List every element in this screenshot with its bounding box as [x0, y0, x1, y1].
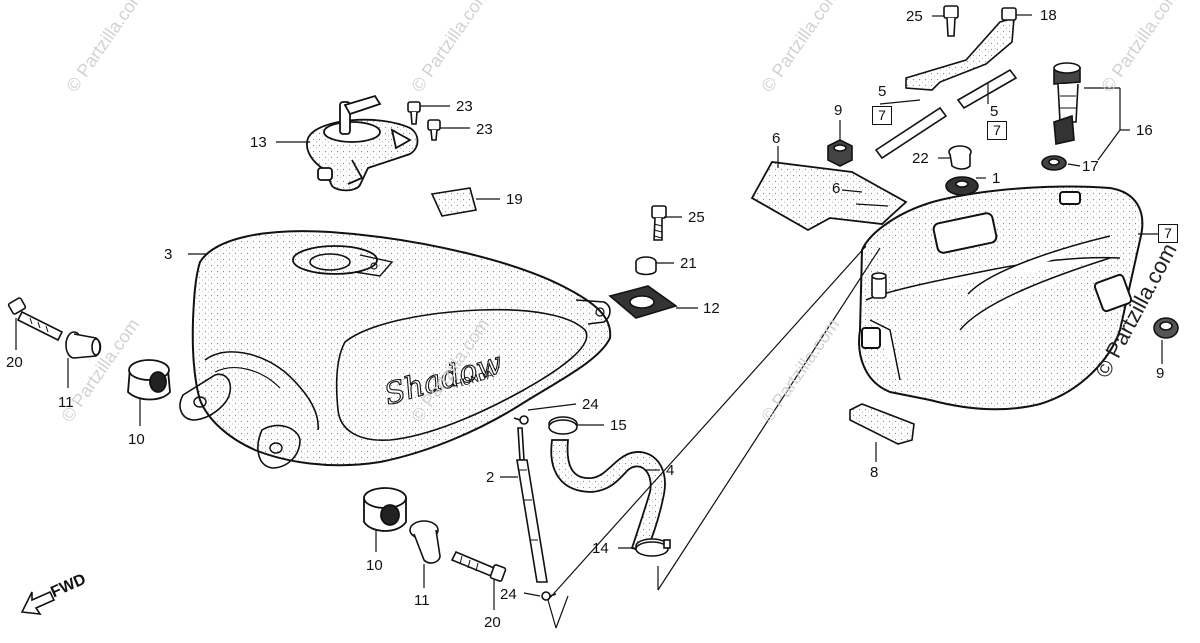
clip-top [513, 415, 529, 425]
top-bracket [905, 7, 1017, 91]
callout-3: 3 [164, 246, 173, 263]
cushion-bottom [363, 487, 407, 532]
collar-22 [948, 145, 972, 170]
callout-11: 11 [58, 394, 74, 411]
reservoir-box [858, 185, 1144, 411]
callout-14: 14 [592, 540, 609, 557]
callout-6: 6 [832, 180, 841, 197]
nut-top [827, 139, 853, 167]
callout-24: 24 [582, 396, 599, 413]
callout-21: 21 [680, 255, 697, 272]
callout-2: 2 [486, 469, 495, 486]
fuel-tube [516, 427, 548, 583]
callout-11: 11 [414, 592, 430, 609]
fwd-arrow-icon [20, 590, 56, 615]
screw-pair [407, 101, 441, 141]
tube-rod-a [874, 106, 948, 160]
hose-clamp-top [548, 416, 578, 435]
callout-12: 12 [703, 300, 720, 317]
label-sticker [430, 187, 478, 217]
callout-16: 16 [1136, 122, 1153, 139]
breather-hose [550, 439, 666, 554]
callout-13: 13 [250, 134, 267, 151]
mount-rubber [608, 285, 678, 319]
callout-25: 25 [688, 209, 705, 226]
callout-6: 6 [772, 130, 781, 147]
callout-15: 15 [610, 417, 627, 434]
callout-5: 5 [878, 83, 887, 100]
callout-8: 8 [870, 464, 879, 481]
collar-bottom [409, 520, 441, 564]
callout-20: 20 [484, 614, 501, 631]
leader-lines [15, 14, 1163, 629]
callout-1: 1 [992, 170, 1001, 187]
reference-box-7: 7 [872, 106, 892, 125]
rubber-pad [849, 403, 915, 445]
collar [635, 256, 657, 276]
collar-left [65, 331, 102, 359]
callout-25: 25 [906, 8, 923, 25]
fuel-tank [179, 230, 612, 469]
cushion-left [127, 359, 171, 401]
callout-18: 18 [1040, 7, 1057, 24]
callout-17: 17 [1082, 158, 1099, 175]
sender-unit [1053, 62, 1081, 145]
tube-rod-b [956, 68, 1018, 110]
callout-20: 20 [6, 354, 23, 371]
nut-right [1153, 317, 1179, 339]
callout-10: 10 [366, 557, 383, 574]
callout-23: 23 [456, 98, 473, 115]
mounting-plate [750, 161, 908, 232]
callout-24: 24 [500, 586, 517, 603]
grommet [945, 176, 979, 196]
callout-22: 22 [912, 150, 929, 167]
callout-5: 5 [990, 103, 999, 120]
bolt-bottom [450, 550, 507, 582]
fuel-pin [871, 272, 887, 299]
sealing-washer [1041, 155, 1067, 171]
callout-23: 23 [476, 121, 493, 138]
bolt-left [7, 297, 64, 342]
bolt-center [651, 205, 667, 241]
callout-19: 19 [506, 191, 523, 208]
callout-4: 4 [666, 462, 675, 479]
callout-9: 9 [1156, 365, 1165, 382]
reference-box-7: 7 [987, 121, 1007, 140]
callout-10: 10 [128, 431, 145, 448]
hose-clamp-bottom [635, 538, 671, 557]
bolt-top [943, 5, 959, 37]
reference-box-7: 7 [1158, 224, 1178, 243]
callout-9: 9 [834, 102, 843, 119]
fuel-cap [306, 94, 419, 192]
